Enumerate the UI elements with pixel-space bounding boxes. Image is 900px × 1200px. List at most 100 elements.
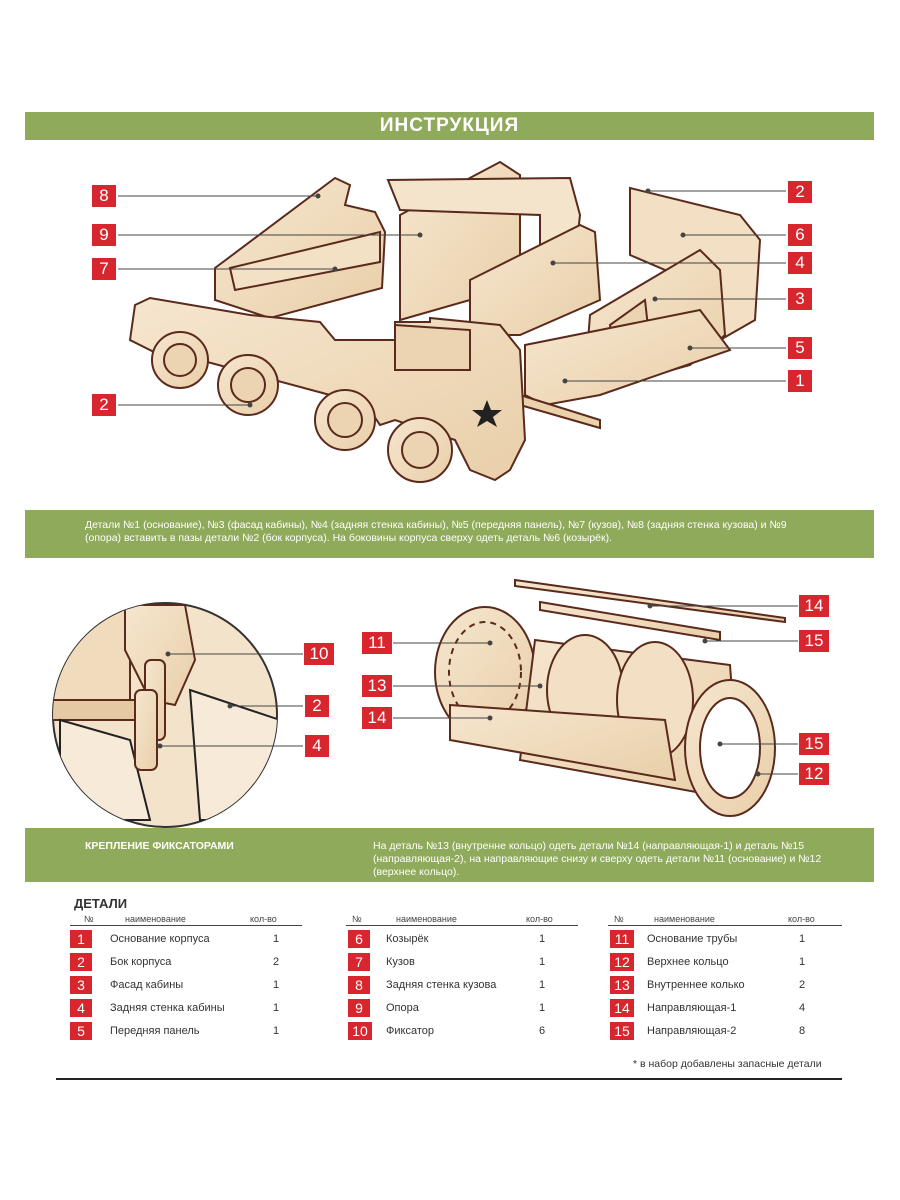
callout-4: 4 bbox=[787, 251, 813, 275]
callout-9: 9 bbox=[91, 223, 117, 247]
part-qty: 4 bbox=[799, 1002, 806, 1014]
table-header: № наименование кол-во bbox=[346, 912, 578, 926]
fixator-detail bbox=[52, 602, 278, 828]
part-qty: 2 bbox=[273, 956, 280, 968]
part-name: Основание трубы bbox=[647, 933, 738, 945]
part-qty: 8 bbox=[799, 1025, 806, 1037]
bottom-divider bbox=[56, 1078, 842, 1080]
table-row: 2 Бок корпуса 2 bbox=[70, 949, 302, 972]
part-name: Задняя стенка кузова bbox=[386, 979, 497, 991]
tube-exploded-view bbox=[434, 578, 786, 817]
callout-6: 6 bbox=[787, 223, 813, 247]
header-name: наименование bbox=[125, 914, 186, 924]
part-name: Верхнее кольцо bbox=[647, 956, 729, 968]
table-row: 11 Основание трубы 1 bbox=[608, 926, 842, 949]
table-row: 14 Направляющая-1 4 bbox=[608, 995, 842, 1018]
callout-8: 8 bbox=[91, 184, 117, 208]
part-name: Задняя стенка кабины bbox=[110, 1002, 225, 1014]
part-number: 6 bbox=[348, 930, 370, 948]
table-row: 8 Задняя стенка кузова 1 bbox=[346, 972, 578, 995]
spare-parts-footnote: * в набор добавлены запасные детали bbox=[633, 1058, 822, 1070]
table-row: 6 Козырёк 1 bbox=[346, 926, 578, 949]
callout-14-right: 14 bbox=[798, 594, 830, 618]
header-name: наименование bbox=[396, 914, 457, 924]
part-qty: 1 bbox=[539, 933, 546, 945]
parts-table-2: № наименование кол-во 6 Козырёк 1 7 Кузо… bbox=[346, 912, 578, 1041]
part-qty: 6 bbox=[539, 1025, 546, 1037]
fixators-bar: КРЕПЛЕНИЕ ФИКСАТОРАМИ На деталь №13 (вну… bbox=[25, 828, 874, 882]
part-number: 15 bbox=[610, 1022, 634, 1040]
part-name: Внутреннее колько bbox=[647, 979, 745, 991]
callout-14-left: 14 bbox=[361, 706, 393, 730]
part-qty: 1 bbox=[273, 1002, 280, 1014]
assembly-description: Детали №1 (основание), №3 (фасад кабины)… bbox=[25, 510, 874, 558]
header-qty: кол-во bbox=[788, 914, 815, 924]
callout-5: 5 bbox=[787, 336, 813, 360]
page-title: ИНСТРУКЦИЯ bbox=[379, 115, 520, 136]
part-number: 7 bbox=[348, 953, 370, 971]
part-qty: 1 bbox=[799, 933, 806, 945]
callout-2-side: 2 bbox=[787, 180, 813, 204]
part-name: Фасад кабины bbox=[110, 979, 184, 991]
leader-lines-bottom bbox=[157, 603, 798, 777]
part-number: 2 bbox=[70, 953, 92, 971]
part-number: 12 bbox=[610, 953, 634, 971]
table-header: № наименование кол-во bbox=[70, 912, 302, 926]
callout-1: 1 bbox=[787, 369, 813, 393]
callout-10: 10 bbox=[303, 642, 335, 666]
callout-7: 7 bbox=[91, 257, 117, 281]
parts-table-1: № наименование кол-во 1 Основание корпус… bbox=[70, 912, 302, 1041]
table-row: 7 Кузов 1 bbox=[346, 949, 578, 972]
part-qty: 1 bbox=[273, 1025, 280, 1037]
part-name: Передняя панель bbox=[110, 1025, 200, 1037]
part-qty: 1 bbox=[273, 933, 280, 945]
part-name: Фиксатор bbox=[386, 1025, 434, 1037]
part-name: Направляющая-2 bbox=[647, 1025, 737, 1037]
part-number: 14 bbox=[610, 999, 634, 1017]
leader-lines-top bbox=[118, 188, 786, 408]
part-qty: 2 bbox=[799, 979, 806, 991]
part-qty: 1 bbox=[539, 956, 546, 968]
description-text: Детали №1 (основание), №3 (фасад кабины)… bbox=[85, 519, 787, 544]
table-row: 3 Фасад кабины 1 bbox=[70, 972, 302, 995]
callout-11: 11 bbox=[361, 631, 393, 655]
part-name: Кузов bbox=[386, 956, 415, 968]
table-row: 1 Основание корпуса 1 bbox=[70, 926, 302, 949]
callout-13: 13 bbox=[361, 674, 393, 698]
part-number: 13 bbox=[610, 976, 634, 994]
table-header: № наименование кол-во bbox=[608, 912, 842, 926]
part-number: 9 bbox=[348, 999, 370, 1017]
callout-12: 12 bbox=[798, 762, 830, 786]
callout-15-top: 15 bbox=[798, 629, 830, 653]
callout-4-detail: 4 bbox=[304, 734, 330, 758]
header-name: наименование bbox=[654, 914, 715, 924]
table-row: 4 Задняя стенка кабины 1 bbox=[70, 995, 302, 1018]
parts-title: ДЕТАЛИ bbox=[74, 896, 128, 911]
fixators-text: На деталь №13 (внутренне кольцо) одеть д… bbox=[373, 840, 822, 878]
part-name: Козырёк bbox=[386, 933, 429, 945]
part-number: 5 bbox=[70, 1022, 92, 1040]
part-qty: 1 bbox=[273, 979, 280, 991]
callout-2-detail: 2 bbox=[304, 694, 330, 718]
header-qty: кол-во bbox=[526, 914, 553, 924]
part-name: Направляющая-1 bbox=[647, 1002, 737, 1014]
table-row: 13 Внутреннее колько 2 bbox=[608, 972, 842, 995]
parts-table-3: № наименование кол-во 11 Основание трубы… bbox=[608, 912, 842, 1041]
header-qty: кол-во bbox=[250, 914, 277, 924]
truck-wheels bbox=[151, 331, 453, 483]
part-name: Бок корпуса bbox=[110, 956, 172, 968]
part-number: 4 bbox=[70, 999, 92, 1017]
callout-2-chassis: 2 bbox=[91, 393, 117, 417]
table-row: 15 Направляющая-2 8 bbox=[608, 1018, 842, 1041]
part-name: Опора bbox=[386, 1002, 419, 1014]
part-number: 1 bbox=[70, 930, 92, 948]
part-qty: 1 bbox=[539, 979, 546, 991]
table-row: 9 Опора 1 bbox=[346, 995, 578, 1018]
header-bar: ИНСТРУКЦИЯ bbox=[25, 112, 874, 140]
callout-15-bottom: 15 bbox=[798, 732, 830, 756]
part-number: 10 bbox=[348, 1022, 372, 1040]
truck-exploded-view bbox=[128, 160, 762, 482]
fixators-title: КРЕПЛЕНИЕ ФИКСАТОРАМИ bbox=[85, 840, 234, 852]
table-row: 10 Фиксатор 6 bbox=[346, 1018, 578, 1041]
